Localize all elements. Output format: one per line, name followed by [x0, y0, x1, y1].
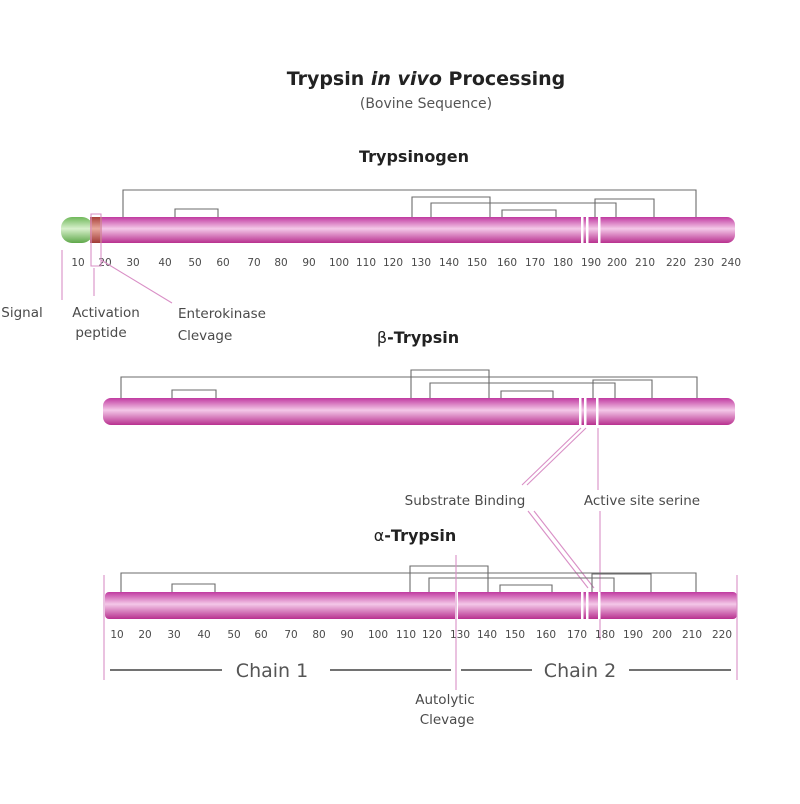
tick-label: 140 — [477, 629, 497, 641]
tick-label: 160 — [536, 629, 556, 641]
tick-label: 170 — [525, 257, 545, 269]
tick-label: 120 — [383, 257, 403, 269]
trypsinogen-bar — [61, 217, 735, 243]
tick-label: 220 — [712, 629, 732, 641]
tick-label: 100 — [329, 257, 349, 269]
site-annotations: Substrate Binding Active site serine — [405, 493, 700, 509]
tick-label: 80 — [312, 629, 325, 641]
substrate-binding-mark — [581, 217, 584, 243]
substrate-binding-mark — [586, 592, 589, 619]
autolytic-annotation: Autolytic Clevage — [415, 692, 475, 728]
tick-label: 60 — [254, 629, 267, 641]
tick-label: 110 — [356, 257, 376, 269]
tick-label: 20 — [138, 629, 151, 641]
substrate-binding-mark — [579, 398, 582, 425]
tick-label: 210 — [682, 629, 702, 641]
tick-label: 180 — [595, 629, 615, 641]
tick-label: 100 — [368, 629, 388, 641]
tick-label: 170 — [567, 629, 587, 641]
tick-label: 70 — [247, 257, 260, 269]
substrate-binding-mark — [586, 217, 589, 243]
tick-label: 240 — [721, 257, 741, 269]
tick-label: 140 — [439, 257, 459, 269]
tick-label: 90 — [302, 257, 315, 269]
activation-peptide-label-line1: Activation — [72, 305, 140, 321]
tick-label: 200 — [652, 629, 672, 641]
autolytic-label-line2: Clevage — [420, 712, 475, 728]
tick-label: 120 — [422, 629, 442, 641]
active-site-mark — [598, 217, 601, 243]
tick-label: 60 — [216, 257, 229, 269]
page-title: Trypsin in vivo Processing — [287, 68, 566, 90]
tick-label: 10 — [71, 257, 84, 269]
alpha-ticks: 10 20 30 40 50 60 70 80 90 100 110 120 1… — [110, 629, 732, 641]
substrate-binding-mark — [584, 398, 587, 425]
tick-label: 40 — [197, 629, 210, 641]
tick-label: 200 — [607, 257, 627, 269]
alpha-trypsin-heading: α-Trypsin — [374, 526, 457, 545]
beta-trypsin-heading: β-Trypsin — [377, 328, 459, 347]
trypsinogen-disulfide-bonds — [122, 189, 697, 217]
tick-label: 30 — [167, 629, 180, 641]
tick-label: 160 — [497, 257, 517, 269]
alpha-trypsin-chain — [105, 592, 737, 619]
beta-trypsin-bar — [103, 398, 735, 425]
trypsinogen-heading: Trypsinogen — [359, 147, 469, 166]
beta-trypsin-chain — [103, 398, 735, 425]
tick-label: 30 — [126, 257, 139, 269]
tick-label: 220 — [666, 257, 686, 269]
trypsinogen-ticks: 10 20 30 40 50 60 70 80 90 100 110 120 1… — [71, 257, 741, 269]
active-site-mark — [596, 398, 599, 425]
activation-peptide-segment — [90, 217, 102, 243]
tick-label: 80 — [274, 257, 287, 269]
autolytic-label-line1: Autolytic — [415, 692, 475, 708]
tick-label: 130 — [411, 257, 431, 269]
trypsinogen-pointers — [61, 213, 173, 304]
tick-label: 90 — [340, 629, 353, 641]
enterokinase-label-line2: Clevage — [178, 328, 233, 344]
alpha-disulfide-bonds — [120, 565, 697, 592]
tick-label: 190 — [623, 629, 643, 641]
trypsinogen-chain — [90, 217, 735, 243]
tick-label: 50 — [227, 629, 240, 641]
alpha-trypsin-bar — [105, 592, 737, 619]
tick-label: 130 — [450, 629, 470, 641]
tick-label: 190 — [581, 257, 601, 269]
active-site-serine-label: Active site serine — [584, 493, 700, 509]
page-subtitle: (Bovine Sequence) — [360, 96, 492, 112]
chain-1-label: Chain 1 — [236, 660, 308, 682]
tick-label: 110 — [396, 629, 416, 641]
beta-disulfide-bonds — [120, 369, 698, 398]
trypsinogen-annotations: Signal Activation peptide Enterokinase C… — [1, 305, 266, 344]
tick-label: 210 — [635, 257, 655, 269]
active-site-mark — [598, 592, 601, 619]
tick-label: 10 — [110, 629, 123, 641]
chain-2-label: Chain 2 — [544, 660, 616, 682]
tick-label: 230 — [694, 257, 714, 269]
alpha-end-markers — [103, 555, 738, 690]
tick-label: 180 — [553, 257, 573, 269]
signal-segment — [61, 217, 93, 243]
substrate-binding-label: Substrate Binding — [405, 493, 526, 509]
signal-label: Signal — [1, 305, 42, 321]
tick-label: 40 — [158, 257, 171, 269]
tick-label: 70 — [284, 629, 297, 641]
substrate-binding-mark — [581, 592, 584, 619]
enterokinase-label-line1: Enterokinase — [178, 306, 266, 322]
tick-label: 50 — [188, 257, 201, 269]
tick-label: 150 — [467, 257, 487, 269]
tick-label: 150 — [505, 629, 525, 641]
activation-peptide-label-line2: peptide — [75, 325, 126, 341]
